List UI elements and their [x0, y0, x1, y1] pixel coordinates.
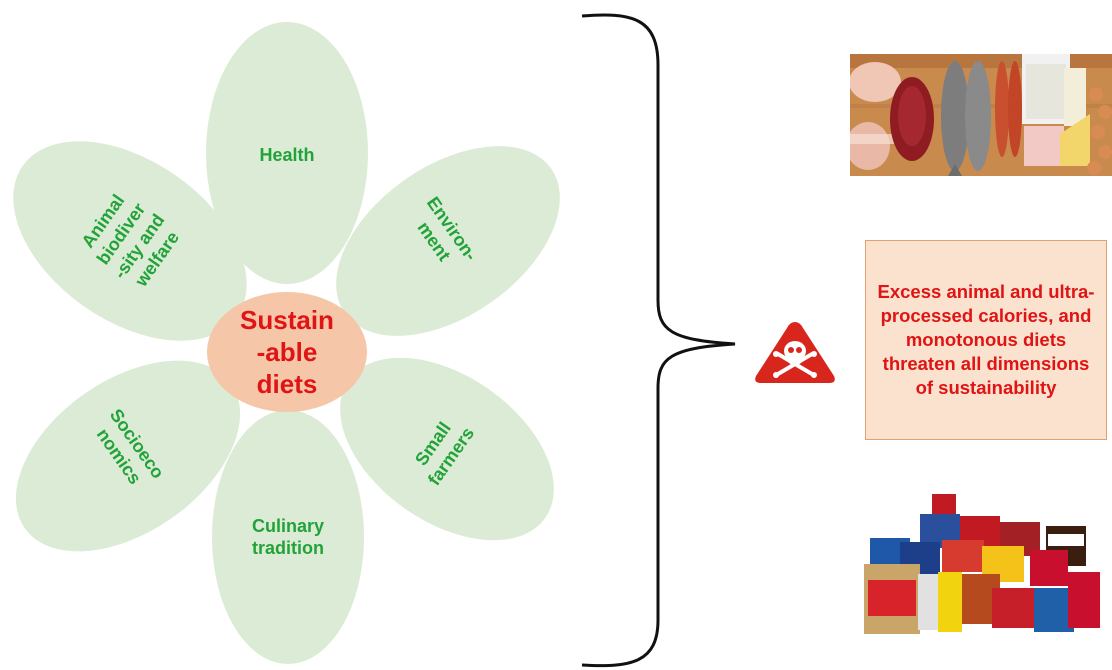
center-sustainable-diets: Sustain -able diets: [207, 292, 367, 412]
warning-text: Excess animal and ultra-processed calori…: [877, 281, 1095, 398]
warning-textbox: Excess animal and ultra-processed calori…: [865, 240, 1107, 440]
skull-crossbones-warning-icon: [755, 322, 835, 383]
curly-brace: [581, 13, 736, 668]
processed-foods-image: [862, 492, 1102, 642]
petal-label-culinary: Culinary tradition: [251, 516, 325, 558]
animal-foods-image: [850, 54, 1112, 176]
petal-label-health: Health: [259, 145, 315, 165]
petal-culinary-tradition: [212, 410, 364, 664]
